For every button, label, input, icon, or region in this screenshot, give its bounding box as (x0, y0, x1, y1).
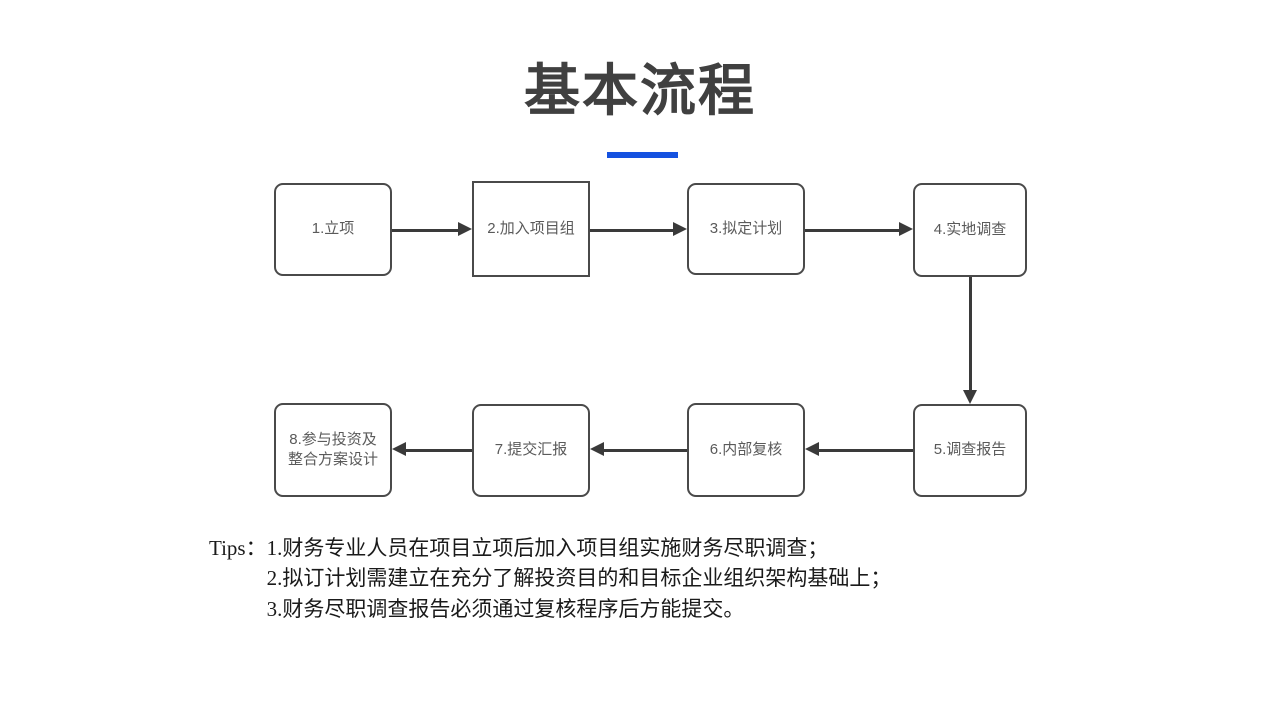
tips-line-2: 2.拟订计划需建立在充分了解投资目的和目标企业组织架构基础上； (266, 566, 892, 591)
title-block: 基本流程 (0, 60, 1280, 122)
connector-step3-step4 (805, 229, 899, 232)
flow-box-step-3[interactable]: 3.拟定计划 (687, 183, 805, 275)
tips-label: Tips： (209, 536, 267, 560)
arrowhead-step3-step4 (899, 222, 913, 236)
flow-box-step-6[interactable]: 6.内部复核 (687, 403, 805, 497)
flow-box-label: 6.内部复核 (709, 440, 783, 458)
flow-box-label: 5.调查报告 (933, 441, 1007, 459)
flow-box-label: 4.实地调查 (933, 220, 1007, 238)
flow-box-step-8[interactable]: 8.参与投资及 整合方案设计 (274, 403, 392, 497)
page-title: 基本流程 (524, 59, 756, 122)
arrowhead-step2-step3 (673, 222, 687, 236)
flow-box-label: 2.加入项目组 (487, 219, 575, 237)
tips-line-3: 3.财务尽职调查报告必须通过复核程序后方能提交。 (266, 596, 745, 621)
connector-step6-step7 (604, 449, 687, 452)
tips-line-1: 1.财务专业人员在项目立项后加入项目组实施财务尽职调查； (266, 536, 829, 560)
flow-box-label: 7.提交汇报 (494, 441, 568, 459)
arrowhead-step5-step6 (805, 442, 819, 456)
flow-box-step-4[interactable]: 4.实地调查 (913, 183, 1027, 277)
flow-box-label: 3.拟定计划 (709, 219, 783, 237)
arrowhead-step7-step8 (392, 442, 406, 456)
flow-box-step-5[interactable]: 5.调查报告 (913, 404, 1027, 497)
flow-box-step-1[interactable]: 1.立项 (274, 183, 392, 276)
tips-block: Tips： 1.财务专业人员在项目立项后加入项目组实施财务尽职调查； 2.拟订计… (209, 533, 1109, 624)
connector-step2-step3 (590, 229, 673, 232)
tips-row: Tips： 1.财务专业人员在项目立项后加入项目组实施财务尽职调查； 2.拟订计… (209, 533, 1109, 624)
connector-step1-step2 (392, 229, 458, 232)
flow-box-label: 1.立项 (311, 220, 355, 238)
connector-step7-step8 (406, 449, 472, 452)
connector-step5-step6 (819, 449, 913, 452)
title-accent-bar (607, 152, 678, 158)
connector-step4-step5 (969, 277, 972, 390)
flow-box-step-2[interactable]: 2.加入项目组 (472, 181, 590, 277)
flow-box-label: 8.参与投资及 整合方案设计 (287, 430, 378, 468)
arrowhead-step6-step7 (590, 442, 604, 456)
tips-lines: 1.财务专业人员在项目立项后加入项目组实施财务尽职调查； 2.拟订计划需建立在充… (267, 533, 892, 624)
flow-box-step-7[interactable]: 7.提交汇报 (472, 404, 590, 497)
arrowhead-step4-step5 (963, 390, 977, 404)
arrowhead-step1-step2 (458, 222, 472, 236)
